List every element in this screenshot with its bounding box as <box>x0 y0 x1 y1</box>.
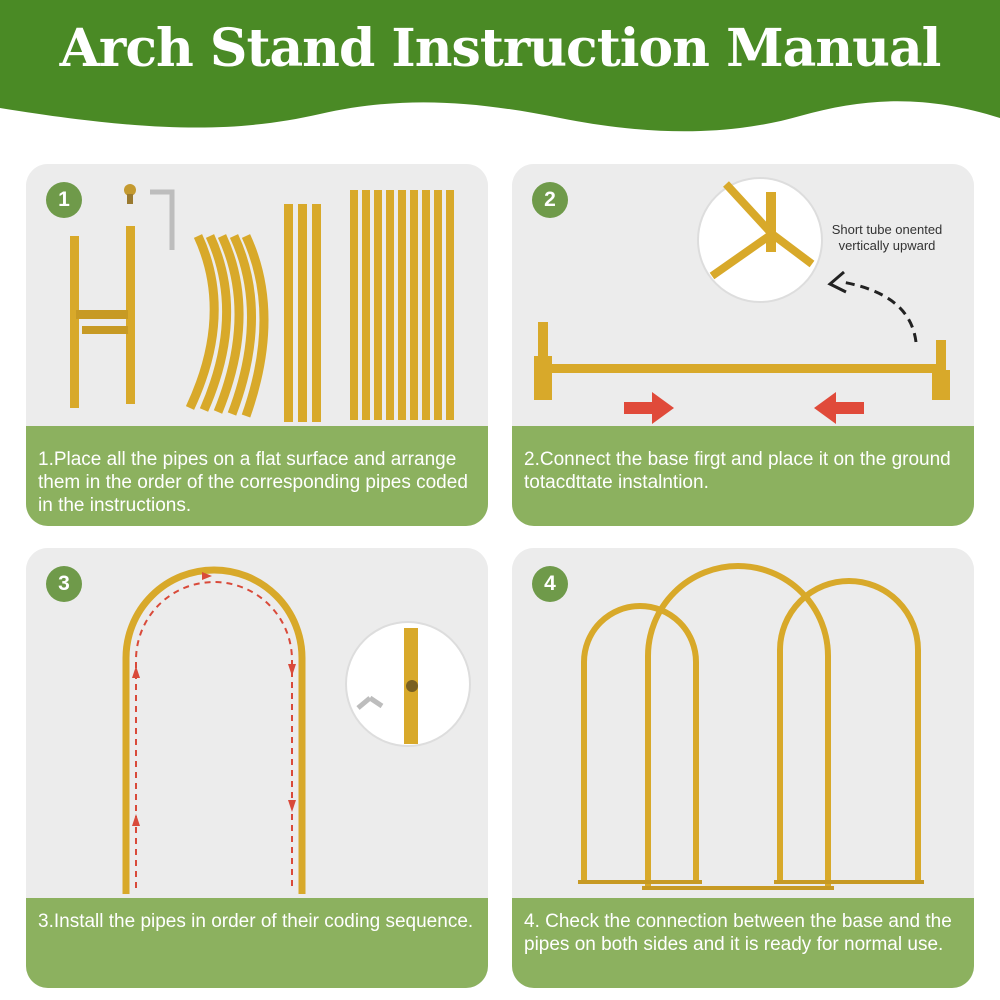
step-4-caption: 4. Check the connection between the base… <box>512 898 974 988</box>
step-1-badge: 1 <box>46 182 82 218</box>
step-2-base-illustration <box>512 164 974 426</box>
step-3-caption: 3.Install the pipes in order of their co… <box>26 898 488 988</box>
step-2-callout-note: Short tube onented vertically upward <box>831 222 943 253</box>
step-1-card: 1 1.Place all the pipes on a flat surfac… <box>26 164 488 526</box>
step-2-caption: 2.Connect the base firgt and place it on… <box>512 426 974 526</box>
step-4-card: 4 4. Check the connection between the ba… <box>512 548 974 988</box>
step-4-three-arches-illustration <box>512 548 974 898</box>
step-2-card: Short tube onented vertically upward 2 2… <box>512 164 974 526</box>
banner-wave-shape <box>0 0 1000 132</box>
step-1-parts-illustration <box>26 164 488 426</box>
step-3-arch-illustration <box>26 548 488 898</box>
step-4-badge: 4 <box>532 566 568 602</box>
page-title: Arch Stand Instruction Manual <box>59 18 942 79</box>
step-1-caption: 1.Place all the pipes on a flat surface … <box>26 426 488 526</box>
step-3-badge: 3 <box>46 566 82 602</box>
step-3-card: 3 3.Install the pipes in order of their … <box>26 548 488 988</box>
header-banner: Arch Stand Instruction Manual <box>0 0 1000 150</box>
step-2-badge: 2 <box>532 182 568 218</box>
